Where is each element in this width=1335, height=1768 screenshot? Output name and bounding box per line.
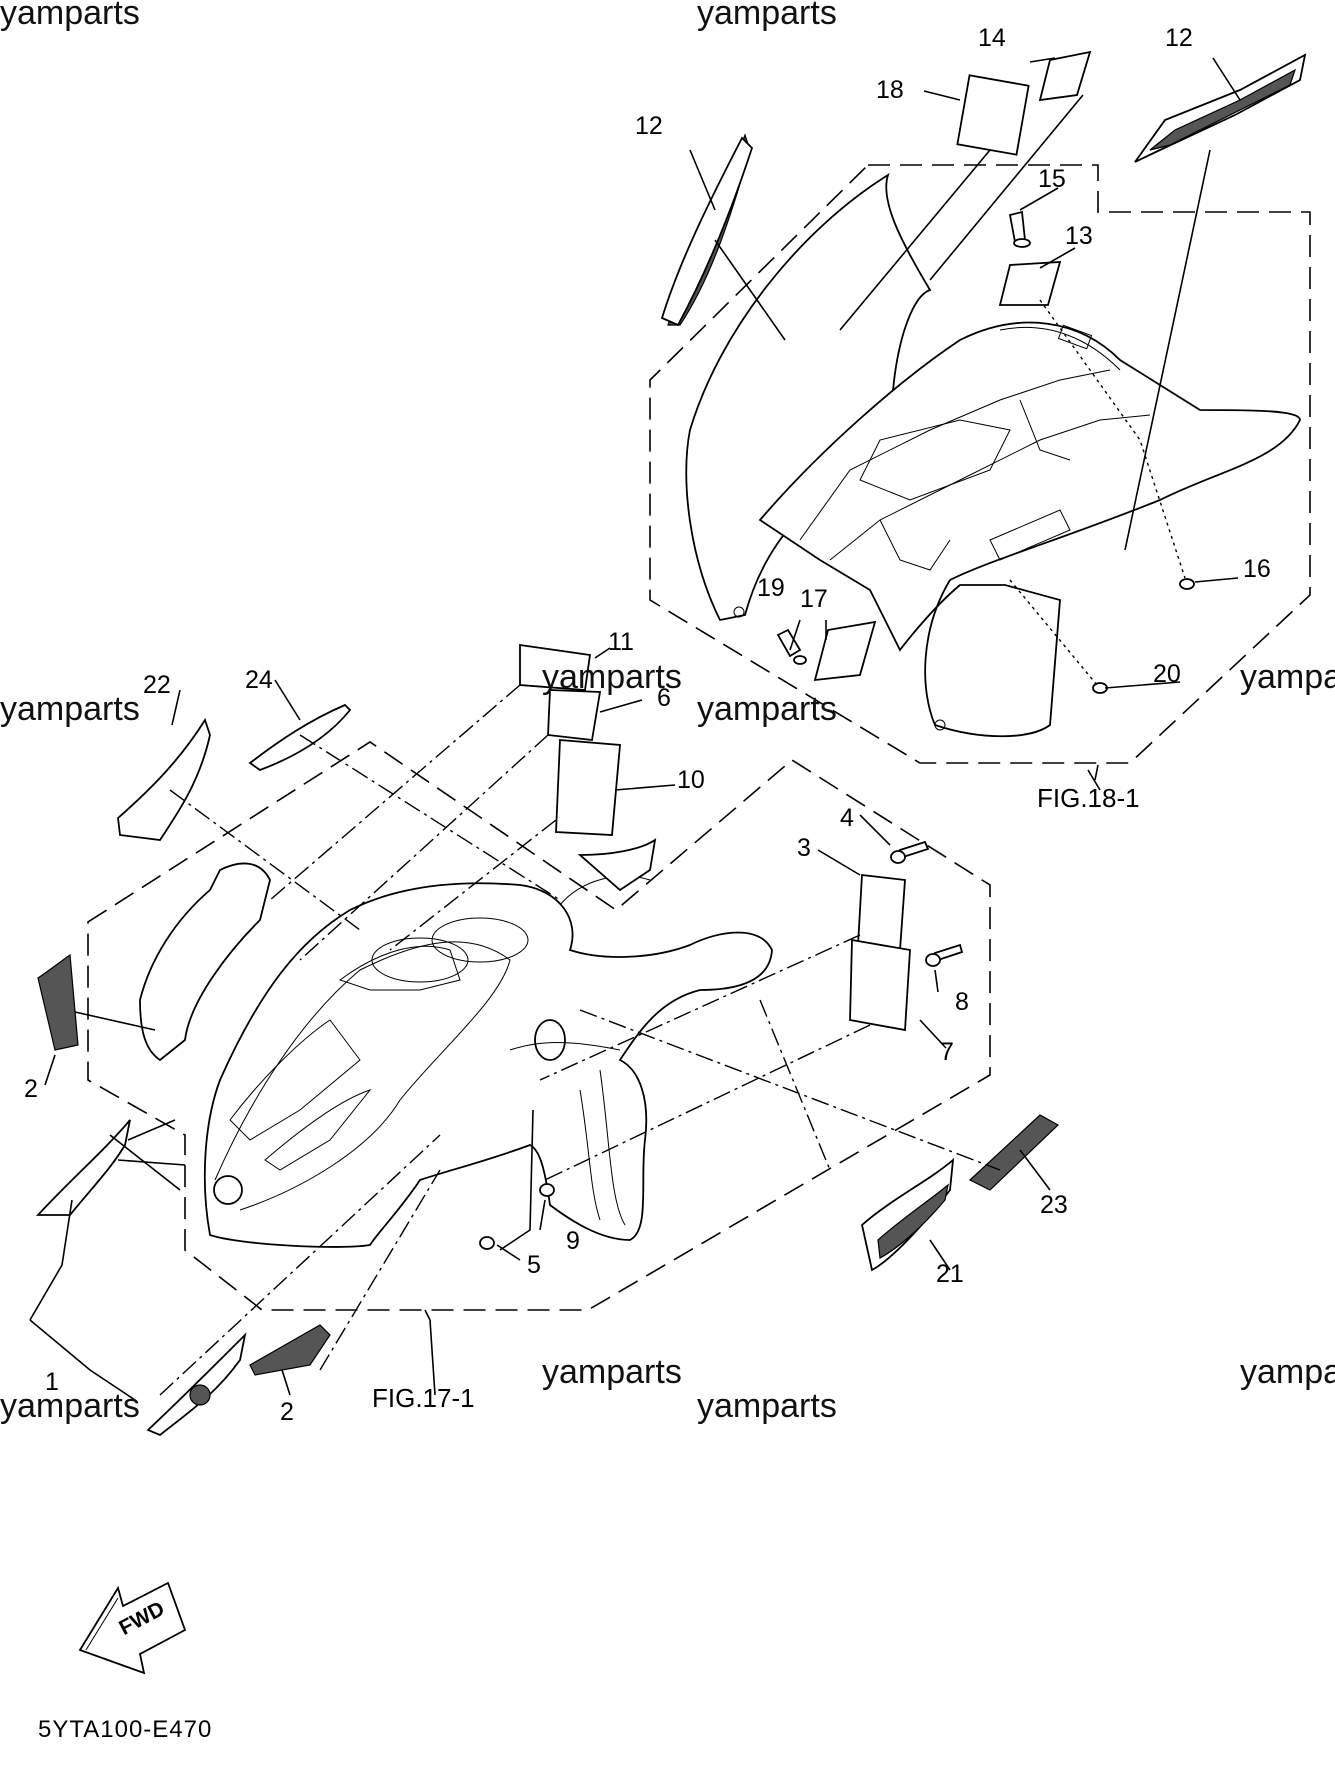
callout-5: 5 — [527, 1251, 541, 1279]
decal-14 — [1038, 50, 1092, 102]
front-side-panel — [139, 862, 271, 1062]
watermark: yamparts — [697, 0, 837, 32]
callout-11: 11 — [608, 628, 634, 656]
rear-side-decal-left-outline — [660, 136, 754, 327]
callout-23: 23 — [1040, 1191, 1068, 1219]
figure-ref-front[interactable]: FIG.17-1 — [372, 1383, 475, 1413]
callout-15: 15 — [1038, 165, 1066, 193]
front-fender-group — [29, 643, 1060, 1437]
callout-7: 7 — [940, 1038, 954, 1066]
watermark: yamparts — [1240, 658, 1335, 696]
callout-2: 2 — [280, 1398, 294, 1426]
callout-17: 17 — [800, 585, 828, 613]
watermark: yamparts — [542, 1353, 682, 1391]
decal-6 — [547, 689, 602, 741]
callout-20: 20 — [1153, 660, 1181, 688]
callout-13: 13 — [1065, 222, 1093, 250]
rear-seat-cover — [685, 172, 932, 622]
front-fender-body — [203, 882, 773, 1248]
figure-ref-rear[interactable]: FIG.18-1 — [1037, 783, 1140, 813]
decal-7 — [849, 938, 911, 1032]
callout-8: 8 — [955, 988, 969, 1016]
callout-24: 24 — [245, 666, 273, 694]
watermark: yamparts — [697, 1387, 837, 1425]
callout-2: 2 — [24, 1075, 38, 1103]
callout-4: 4 — [840, 804, 854, 832]
callout-19: 19 — [757, 574, 785, 602]
nut-20 — [1092, 682, 1108, 694]
decal-11 — [519, 643, 592, 691]
decal-13 — [998, 261, 1062, 306]
callout-14: 14 — [978, 24, 1006, 52]
decal-24 — [248, 703, 352, 772]
rear-fender-body — [758, 321, 1301, 738]
watermark: yamparts — [0, 0, 140, 32]
decal-17 — [813, 620, 877, 682]
decal-22 — [117, 717, 211, 841]
callout-22: 22 — [143, 671, 171, 699]
bolt-19 — [776, 628, 802, 658]
callout-1: 1 — [45, 1368, 59, 1396]
diagram-code: 5YTA100-E470 — [38, 1716, 213, 1743]
watermark: yamparts — [542, 658, 682, 696]
nut-16 — [1179, 578, 1195, 590]
watermark: yamparts — [0, 1387, 140, 1425]
watermark: yamparts — [697, 690, 837, 728]
callout-10: 10 — [677, 766, 705, 794]
decal-2-left — [37, 953, 79, 1051]
callout-9: 9 — [566, 1227, 580, 1255]
decal-23 — [968, 1114, 1060, 1191]
decal-2-bottom — [249, 1324, 331, 1376]
decal-10 — [555, 739, 621, 836]
bolt-15 — [1008, 210, 1026, 244]
rear-fender-group — [649, 50, 1311, 791]
decal-3 — [857, 873, 906, 952]
front-side-panel-right — [577, 838, 657, 892]
front-assembly-boundary — [87, 741, 991, 1311]
callout-16: 16 — [1243, 555, 1271, 583]
callout-3: 3 — [797, 834, 811, 862]
callout-6: 6 — [657, 684, 671, 712]
nut-9 — [539, 1183, 555, 1197]
rear-assembly-boundary — [649, 164, 1311, 764]
callout-12: 12 — [635, 112, 663, 140]
callout-21: 21 — [936, 1260, 964, 1288]
callout-12: 12 — [1165, 24, 1193, 52]
decal-18 — [956, 74, 1030, 156]
fwd-arrow — [78, 1581, 187, 1675]
nut-5 — [479, 1236, 495, 1250]
decal-1 — [35, 1119, 131, 1216]
watermark: yamparts — [1240, 1353, 1335, 1391]
watermark: yamparts — [0, 690, 140, 728]
callout-18: 18 — [876, 76, 904, 104]
